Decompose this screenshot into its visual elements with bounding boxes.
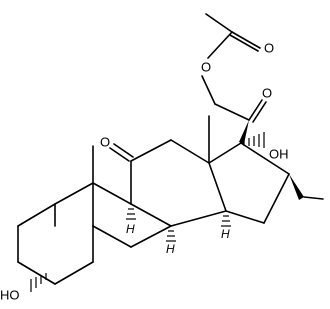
ring-d	[208, 120, 324, 224]
acetoxy-group	[201, 13, 261, 105]
c20-carbonyl-oxygen-label: O	[262, 85, 272, 100]
c14-hydrogen-label: H	[221, 227, 230, 241]
acetyl-carbonyl-oxygen-label: O	[264, 40, 274, 55]
ester-oxygen-label: O	[201, 59, 211, 74]
c3-hydroxyl-label: HO	[0, 287, 20, 302]
c11-carbonyl-oxygen-label: O	[100, 134, 110, 149]
ring-b	[92, 145, 172, 248]
c11-ketone	[109, 143, 134, 162]
c8-hydrogen-label: H	[166, 242, 175, 256]
c9-hydrogen-label: H	[126, 222, 135, 236]
c20-ketone	[214, 99, 267, 123]
ring-a	[17, 182, 94, 285]
stereo-hashes	[30, 208, 231, 292]
ring-c	[130, 115, 227, 227]
c17-hydroxyl-label: OH	[269, 146, 289, 161]
c17-hydroxyl-bond	[243, 132, 265, 148]
